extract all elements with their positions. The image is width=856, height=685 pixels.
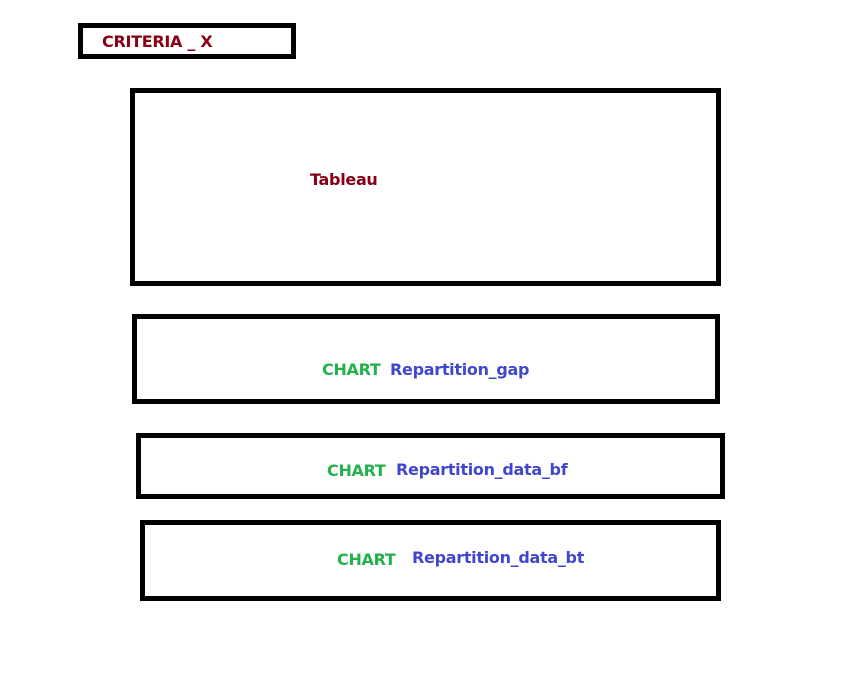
criteria-box: [78, 23, 296, 59]
table-label: Tableau: [310, 170, 378, 189]
chart-prefix: CHART: [337, 550, 396, 569]
chart-box-repartition-data-bt: [140, 520, 721, 601]
chart-box-repartition-gap: [132, 314, 720, 404]
chart-prefix: CHART: [322, 360, 381, 379]
table-box: [130, 88, 721, 286]
chart-prefix: CHART: [327, 461, 386, 480]
chart-name: Repartition_data_bf: [396, 460, 568, 479]
chart-box-repartition-data-bf: [136, 433, 725, 499]
chart-name: Repartition_gap: [390, 360, 530, 379]
chart-name: Repartition_data_bt: [412, 548, 585, 567]
criteria-label: CRITERIA _ X: [102, 32, 213, 51]
